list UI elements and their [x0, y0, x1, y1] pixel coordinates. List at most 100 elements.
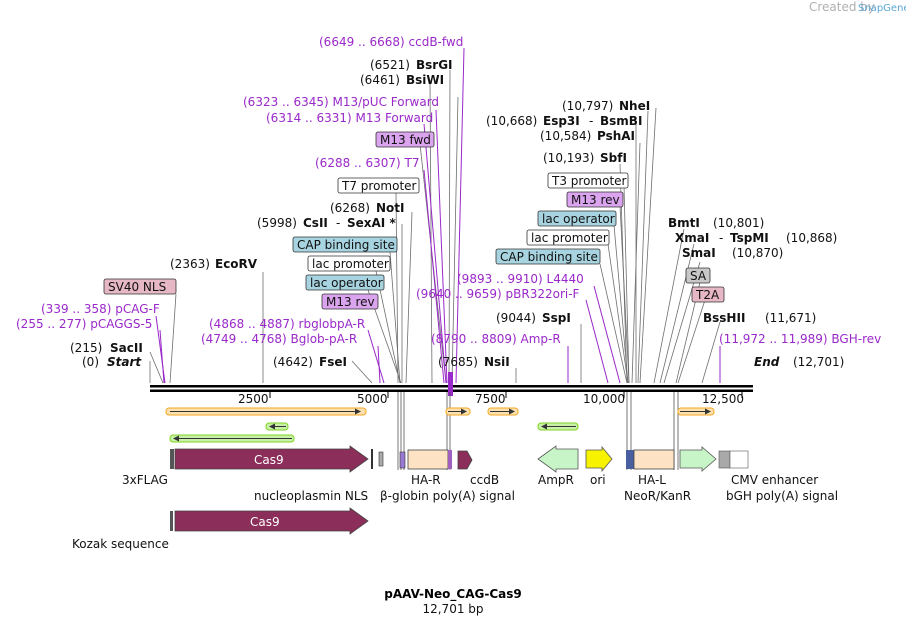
- enzyme-coord-bsshii: (11,671): [765, 311, 816, 325]
- credit-brand: SnapGene: [858, 3, 906, 14]
- enzyme-name-bsiwi: BsiWI: [406, 73, 444, 87]
- sa-label: SA: [690, 269, 707, 283]
- sa-box: [685, 267, 711, 284]
- cas9-feature-arrow: [174, 445, 369, 473]
- neor-feature-arrow: [679, 446, 717, 472]
- enzyme-name-esp3i: Esp3I: [543, 114, 580, 128]
- m13-rev-left-box: [321, 293, 379, 310]
- enzyme-coord-bsiwi: (6461): [360, 73, 400, 87]
- ha-r-box: [407, 449, 449, 470]
- primer-label-bgh-rev: (11,972 .. 11,989) BGH-rev: [719, 332, 881, 346]
- plasmid-length: 12,701 bp: [422, 602, 483, 616]
- t7-promoter-box: [337, 177, 420, 194]
- ori-feature-arrow: [585, 445, 613, 473]
- ampr-feature-arrow: [537, 445, 579, 473]
- credit-text: Created by: [809, 0, 875, 14]
- primer-label-rbglobpa-r: (4868 .. 4887) rbglobpA-R: [209, 317, 365, 331]
- label-ha-l: HA-L: [638, 473, 666, 487]
- ruler-tick-7500: 7500: [475, 392, 506, 406]
- enzyme-coord-sacii: (215): [70, 341, 102, 355]
- feature-track: [170, 445, 749, 473]
- enzyme-coord-bmti: (10,801): [713, 216, 764, 230]
- label-neor-kanr: NeoR/KanR: [624, 489, 691, 503]
- m13-fwd-box: [375, 131, 435, 148]
- primer-label-bglob-pa-r: (4749 .. 4768) Bglob-pA-R: [201, 332, 357, 346]
- sv40-nls-box: [103, 278, 177, 295]
- primer-label-amp-r: (8790 .. 8809) Amp-R: [431, 332, 561, 346]
- enzyme-name-ecorv: EcoRV: [215, 257, 258, 271]
- ha-l-box: [633, 449, 675, 470]
- t2a-label: T2A: [695, 288, 720, 302]
- enzyme-sep-esp3i: -: [589, 114, 593, 128]
- enzyme-extra-bsmbi: BsmBI: [600, 114, 642, 128]
- sv40-nls-label: SV40 NLS: [108, 280, 166, 294]
- bgh-polya-box: [729, 450, 749, 469]
- enzyme-name-smai: SmaI: [682, 246, 716, 260]
- lac-operator-right-label: lac operator: [542, 212, 615, 226]
- enzyme-name-sbfi: SbfI: [600, 151, 627, 165]
- ruler-tick-2500: 2500: [238, 392, 269, 406]
- m13-rev-left-label: M13 rev: [326, 295, 375, 309]
- label-ha-r: HA-R: [411, 473, 441, 487]
- primer-label-t7: (6288 .. 6307) T7: [315, 156, 419, 170]
- label-nucleoplasmin-nls: nucleoplasmin NLS: [254, 489, 368, 503]
- enzyme-extra-sexai: SexAI *: [347, 216, 396, 230]
- enzyme-name-nhei: NheI: [619, 99, 650, 113]
- enzyme-name-sspi: SspI: [542, 311, 571, 325]
- m13-rev-right-box: [566, 191, 624, 208]
- cas9-kozak-label: Cas9: [250, 515, 280, 529]
- ccdb-feature-arrow: [457, 450, 473, 470]
- lac-operator-left-label: lac operator: [310, 276, 383, 290]
- lac-operator-right-box: [537, 210, 617, 227]
- enzyme-name-bsrgi: BsrGI: [416, 58, 453, 72]
- label-ori: ori: [590, 473, 606, 487]
- enzyme-coord-fsei: (4642): [273, 355, 313, 369]
- lac-operator-left-box: [305, 274, 385, 291]
- enzyme-name-fsei: FseI: [319, 355, 347, 369]
- primer-label-pbr322ori-f: (9640 .. 9659) pBR322ori-F: [416, 287, 580, 301]
- cap-binding-left-label: CAP binding site: [297, 238, 395, 252]
- primer-label-m13puc-forward: (6323 .. 6345) M13/pUC Forward: [243, 95, 439, 109]
- enzyme-name-nsii: NsiI: [484, 355, 510, 369]
- enzyme-coord-pshai: (10,584): [540, 129, 591, 143]
- enzyme-sep-xmai: -: [719, 231, 723, 245]
- t3-promoter-label: T3 promoter: [551, 174, 627, 188]
- plasmid-title: pAAV-Neo_CAG-Cas9: [384, 587, 522, 602]
- cas9-main-label: Cas9: [254, 453, 284, 467]
- label-ampr: AmpR: [538, 473, 574, 487]
- enzyme-name-noti: NotI: [376, 201, 405, 215]
- enzyme-extra-tspmi: TspMI: [730, 231, 769, 245]
- enzyme-name-start: Start: [107, 355, 142, 369]
- enzyme-sep-csii: -: [336, 216, 340, 230]
- enzyme-coord-ecorv: (2363): [170, 257, 210, 271]
- cas9-kozak-arrow: [174, 507, 369, 535]
- enzyme-name-csii: CsII: [303, 216, 328, 230]
- lac-promoter-right-label: lac promoter: [531, 231, 608, 245]
- label-kozak-sequence: Kozak sequence: [72, 537, 169, 551]
- enzyme-name-sacii: SacII: [110, 341, 143, 355]
- enzyme-coord-sspi: (9044): [496, 311, 536, 325]
- enzyme-coord-csii: (5998): [257, 216, 297, 230]
- enzyme-coord-xmai: (10,868): [786, 231, 837, 245]
- label-3xflag: 3xFLAG: [122, 473, 168, 487]
- enzyme-coord-end: (12,701): [793, 355, 844, 369]
- label-cmv-enhancer: CMV enhancer: [731, 473, 818, 487]
- ruler-tick-12500: 12,500: [702, 392, 744, 406]
- enzyme-name-end: End: [754, 355, 780, 369]
- enzyme-name-bsshii: BssHII: [703, 311, 745, 325]
- t2a-box: [691, 286, 725, 303]
- label-bgh-polya: bGH poly(A) signal: [726, 489, 838, 503]
- enzyme-name-xmai: XmaI: [675, 231, 709, 245]
- cap-binding-right-box: [495, 248, 601, 265]
- primer-label-pcaggs-5: (255 .. 277) pCAGGS-5: [16, 317, 152, 331]
- cap-binding-right-label: CAP binding site: [500, 250, 598, 264]
- enzyme-coord-noti: (6268): [330, 201, 370, 215]
- enzyme-coord-smai: (10,870): [732, 246, 783, 260]
- ruler-tick-10000: 10,000: [583, 392, 625, 406]
- m13-rev-right-label: M13 rev: [571, 193, 620, 207]
- primer-label-ccdb-fwd: (6649 .. 6668) ccdB-fwd: [319, 35, 463, 49]
- ruler-tick-5000: 5000: [357, 392, 388, 406]
- lac-promoter-right-box: [526, 229, 610, 246]
- m13-fwd-box-label: M13 fwd: [380, 133, 431, 147]
- t3-promoter-box: [547, 172, 629, 189]
